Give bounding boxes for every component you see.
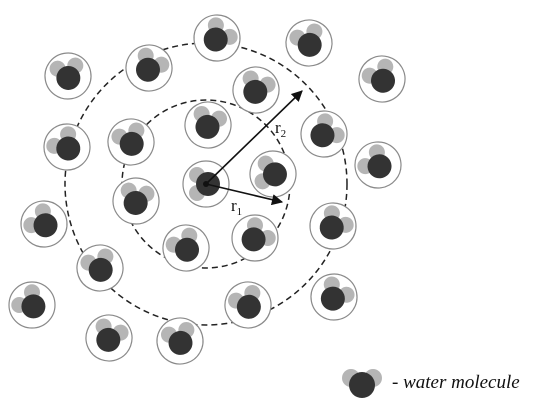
water-molecule [216,273,280,337]
water-molecule [349,46,415,112]
r2-label-sub: 2 [281,128,287,140]
water-molecule [116,35,182,101]
water-molecule [151,312,209,370]
legend: - water molecule [342,369,520,398]
water-molecule [299,192,367,260]
water-molecule [245,146,301,202]
water-molecule [40,48,96,104]
water-molecule [225,59,287,121]
r1-label-main: r [231,196,237,215]
water-molecule [183,4,251,72]
water-molecules [0,4,415,370]
water-molecule [33,113,101,181]
r1-arrow [205,183,284,206]
center-point [203,181,209,187]
water-molecule [69,237,131,299]
legend-water-molecule-icon [342,369,382,398]
water-molecule [179,96,237,154]
water-molecule [78,307,140,369]
r2-arrow [205,90,303,185]
water-molecule [278,12,340,74]
water-molecule [108,173,164,229]
water-molecule [301,264,367,330]
water-molecule [153,215,219,281]
legend-label: - water molecule [392,372,520,393]
r2-label-main: r [275,118,281,137]
water-molecule [221,204,289,272]
water-molecule [100,111,162,173]
r2-label: r2 [275,118,286,140]
water-molecule [290,100,358,168]
r1-label: r1 [231,196,242,218]
water-molecule [0,271,66,339]
water-molecule [344,131,412,199]
r1-label-sub: 1 [237,206,243,218]
